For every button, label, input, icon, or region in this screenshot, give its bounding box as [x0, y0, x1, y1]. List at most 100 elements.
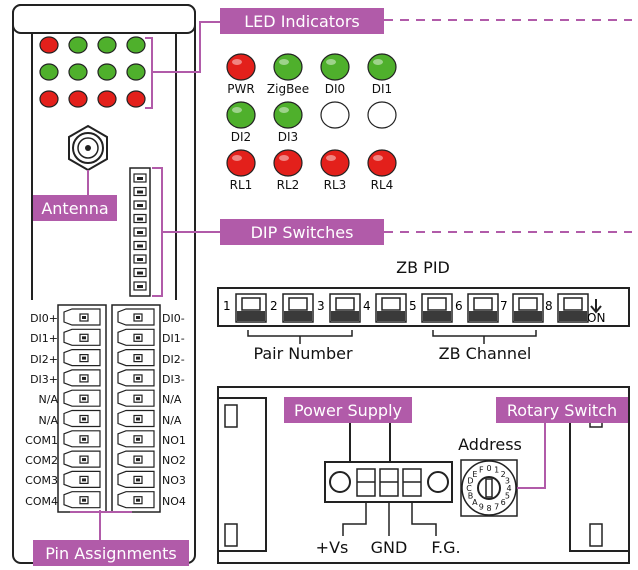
pin-label-left: DI0+ [30, 312, 58, 325]
terminal-screw [117, 450, 155, 468]
device-led [97, 63, 117, 81]
led-indicators-callout: LED Indicators [220, 8, 384, 34]
rotary-digit: F [479, 466, 484, 475]
device-dip-switch [129, 167, 151, 297]
led-label: RL1 [229, 178, 253, 192]
rotary-digit: 6 [501, 498, 506, 507]
led-label: ZigBee [266, 82, 310, 96]
pin-label-left: COM2 [25, 454, 58, 468]
device-led [126, 63, 146, 81]
dip-number: 8 [545, 299, 553, 313]
terminal-screw [117, 328, 155, 346]
pin-label-left: DI2+ [30, 352, 58, 366]
dip-detail-switches [235, 293, 589, 323]
dip-switch [235, 293, 267, 323]
led-green [273, 101, 303, 129]
dip-switch [282, 293, 314, 323]
terminal-screw [117, 389, 155, 407]
dip-number: 3 [317, 299, 325, 313]
zb-channel-bracket [432, 330, 537, 337]
antenna-connector-icon [68, 124, 108, 172]
terminal-screw [63, 349, 101, 367]
device-led-grid [39, 36, 146, 108]
terminal-screw [63, 409, 101, 428]
led-red [273, 149, 303, 177]
terminal-blocks [57, 304, 161, 513]
pin-label-left: N/A [38, 413, 58, 427]
pin-label-left: COM3 [25, 474, 58, 488]
terminal-screw [117, 369, 155, 387]
device-led [97, 36, 117, 54]
terminal-screw [117, 308, 155, 326]
rotary-digit: C [466, 484, 472, 493]
antenna-callout: Antenna [33, 195, 117, 221]
terminal-screw [117, 470, 155, 488]
device-led [68, 63, 88, 81]
pin-label-right: NO2 [162, 454, 186, 468]
terminal-screw [117, 349, 155, 367]
pin-label-right: N/A [162, 413, 182, 427]
dip-switch [467, 293, 499, 323]
terminal-screw [63, 328, 101, 346]
rotary-digit: B [468, 492, 474, 501]
led-red [320, 149, 350, 177]
dip-switch [375, 293, 407, 323]
terminal-screw [63, 491, 101, 509]
led-indicator-panel [226, 53, 397, 177]
rotary-digit: 8 [486, 504, 491, 513]
pin-label-right: DI0- [162, 312, 185, 325]
pin-label-right: DI1- [162, 332, 185, 346]
pin-label-right: NO1 [162, 433, 186, 447]
led-label: RL2 [276, 178, 300, 192]
pin-label-right: NO3 [162, 474, 186, 488]
dip-number: 5 [409, 299, 417, 313]
address-label: Address [458, 435, 522, 454]
device-led [126, 36, 146, 54]
led-off [367, 101, 397, 129]
led-label: DI3 [277, 130, 299, 144]
rotary-digit: 9 [479, 502, 484, 511]
terminal-screw [63, 470, 101, 488]
rotary-switch-callout: Rotary Switch [496, 397, 628, 423]
rotary-digit: 2 [501, 470, 506, 479]
zb-channel-label: ZB Channel [438, 344, 532, 363]
device-led [126, 90, 146, 108]
pin-label-left: DI1+ [30, 332, 58, 346]
terminal-screw [117, 491, 155, 509]
rotary-digit: 5 [505, 492, 510, 501]
terminal-screw [63, 369, 101, 387]
led-label: RL3 [323, 178, 347, 192]
dip-number: 6 [455, 299, 463, 313]
led-label: DI1 [371, 82, 393, 96]
zb-pid-label: ZB PID [396, 258, 450, 277]
pin-label-left: COM1 [25, 433, 58, 447]
pin-label-right: DI3- [162, 372, 185, 386]
dip-switch [329, 293, 361, 323]
led-label: RL4 [370, 178, 394, 192]
pair-number-label: Pair Number [253, 344, 353, 363]
rotary-digit: 1 [494, 466, 499, 475]
rotary-digit: 4 [506, 484, 511, 493]
pin-label-right: NO4 [162, 494, 186, 508]
device-led [39, 36, 59, 54]
dip-switch [557, 293, 589, 323]
terminal-screw [117, 430, 155, 448]
terminal-screw [117, 409, 155, 428]
pair-number-bracket [247, 330, 353, 337]
rotary-digit: 7 [494, 502, 499, 511]
pin-label-left: COM4 [25, 494, 58, 508]
rotary-digit: A [472, 498, 478, 507]
led-green [320, 53, 350, 81]
led-green [367, 53, 397, 81]
terminal-screw [63, 308, 101, 326]
rotary-leader [517, 410, 546, 489]
led-label: PWR [227, 82, 255, 96]
terminal-screw [63, 430, 101, 448]
led-red [226, 53, 256, 81]
dip-number: 1 [223, 299, 231, 313]
dip-number: 7 [500, 299, 508, 313]
rotary-digit: D [467, 476, 473, 485]
power-gnd-label: GND [370, 538, 408, 557]
rotary-switch-icon [460, 459, 518, 517]
